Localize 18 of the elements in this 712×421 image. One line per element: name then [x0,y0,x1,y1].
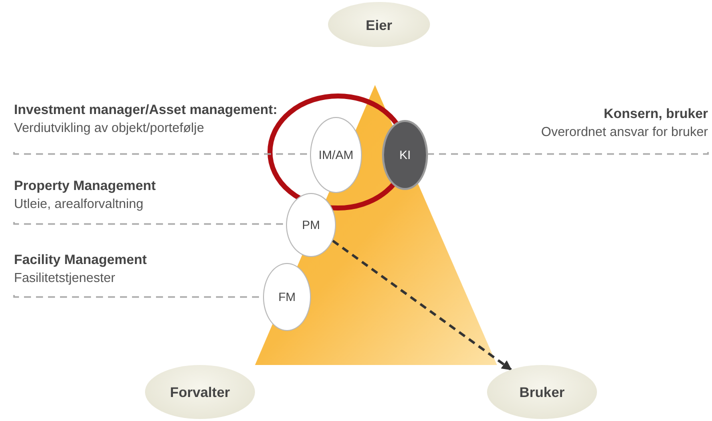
role-ellipse: Eier [328,2,430,47]
section-description: Utleie, arealforvaltning [14,195,144,213]
arrow [332,240,512,371]
dashed-line [428,152,709,155]
role-circle: IM/AM [310,117,362,193]
dashed-line [13,222,286,225]
role-circle: FM [263,263,311,331]
section-heading: Investment manager/Asset management: [14,101,278,119]
section-heading: Facility Management [14,251,148,269]
section-heading: Property Management [14,177,157,195]
section-description: Fasilitetstjenester [14,269,116,287]
dashed-line [13,152,310,155]
role-circle: PM [286,193,336,257]
section-description: Verdiutvikling av objekt/portefølje [14,119,206,137]
role-ellipse: Bruker [487,365,597,419]
role-ellipse: Forvalter [145,365,255,419]
section-heading: Konsern, bruker [602,105,708,123]
section-description: Overordnet ansvar for bruker [540,123,708,141]
